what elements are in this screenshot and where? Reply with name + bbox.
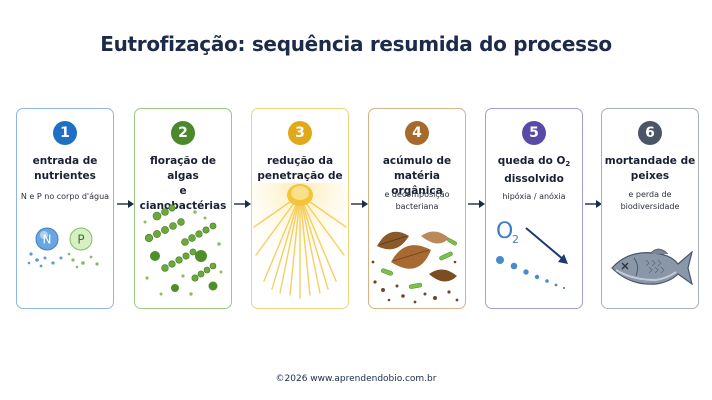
step-number-badge: 5 (522, 121, 546, 145)
nitrogen-icon: N (35, 227, 59, 251)
sun-rays-icon (252, 183, 348, 308)
svg-text:2: 2 (512, 233, 519, 246)
phosphorus-icon: P (69, 227, 93, 251)
oxygen-decrease-illustration: O 2 (496, 219, 568, 290)
nutrients-illustration: N P (27, 227, 99, 269)
step-subtitle: N e P no corpo d'água (20, 192, 110, 201)
arrow-right-icon (585, 200, 602, 208)
algae-illustration (143, 204, 223, 296)
step-number-badge: 6 (638, 121, 662, 145)
dead-fish-icon (611, 248, 694, 286)
decaying-leaves-icon (371, 231, 459, 304)
copyright-footer: ©2026 www.aprendendobio.com.br (275, 374, 437, 384)
svg-text:O: O (496, 219, 513, 244)
oxygen-icon: O 2 (496, 219, 519, 246)
arrow-right-icon (468, 200, 485, 208)
svg-text:N: N (43, 233, 52, 247)
svg-text:P: P (77, 233, 84, 247)
step-subtitle: hipóxia / anóxia (502, 192, 566, 201)
step-number-badge: 3 (288, 121, 312, 145)
arrow-right-icon (234, 200, 251, 208)
arrow-right-icon (117, 200, 134, 208)
step-number-badge: 1 (53, 121, 77, 145)
page-title: Eutrofização: sequência resumida do proc… (100, 32, 612, 56)
step-number-badge: 4 (405, 121, 429, 145)
step-number-badge: 2 (171, 121, 195, 145)
arrow-right-icon (351, 200, 368, 208)
